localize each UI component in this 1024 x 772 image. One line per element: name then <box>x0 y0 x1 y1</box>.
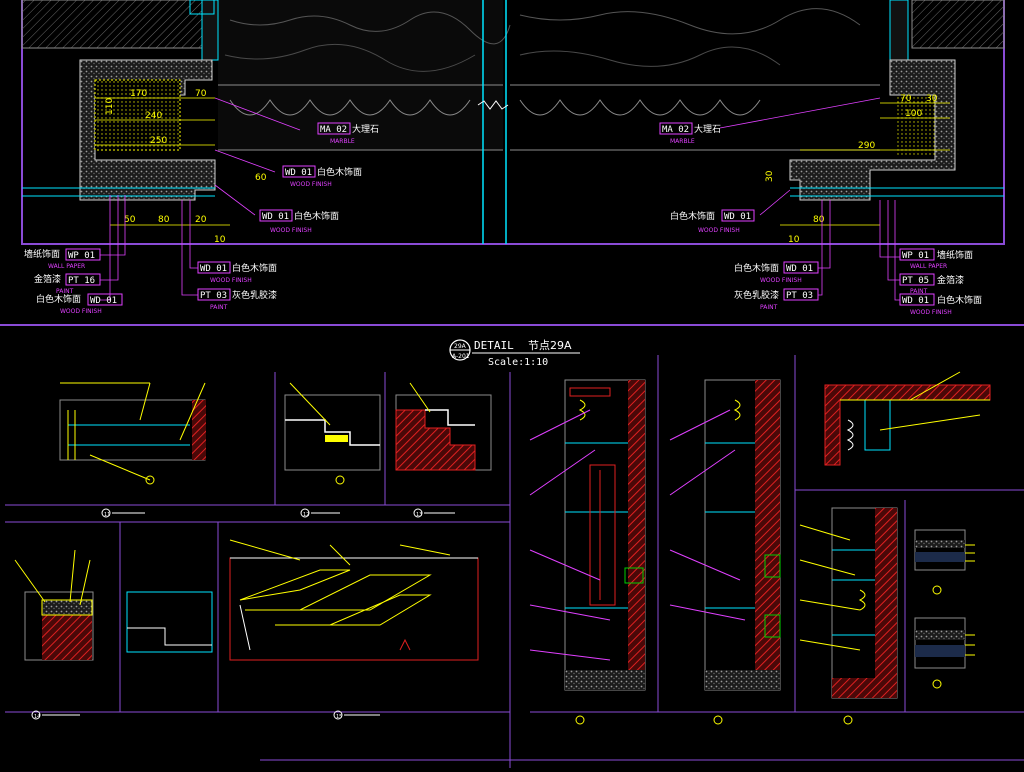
rleg-wd2-code: WD 01 <box>902 296 929 306</box>
tag-wood2-en: WOOD FINISH <box>270 227 312 234</box>
detail-bubble-top: 29A <box>454 343 467 350</box>
rleg-wd2-cn: 白色木饰面 <box>937 294 982 306</box>
dim-20: 20 <box>195 215 207 225</box>
corner-plan <box>824 371 991 466</box>
left-material-tags: MA 02 大理石 MARBLE WD 01 白色木饰面 WOOD FINISH… <box>214 97 379 234</box>
dim-60: 60 <box>255 173 267 183</box>
rleg-pt2-cn: 金箔漆 <box>937 274 964 286</box>
detail-11: 11 <box>59 382 206 518</box>
rleg-pt2-en: PAINT <box>910 288 928 295</box>
detail-13-label: 13 <box>416 512 422 518</box>
rtag-wood-cn: 白色木饰面 <box>670 210 715 222</box>
dim-10: 10 <box>214 235 226 245</box>
rdim-10: 10 <box>788 235 800 245</box>
leg-wp-code: WP 01 <box>68 251 95 261</box>
leg-wd3-cn: 白色木饰面 <box>232 262 277 274</box>
dim-50: 50 <box>124 215 136 225</box>
rleg-pt-code: PT 03 <box>786 291 813 301</box>
dim-250: 250 <box>150 136 167 146</box>
rleg-wd-code: WD 01 <box>786 264 813 274</box>
rleg-wd-en: WOOD FINISH <box>760 277 802 284</box>
detail-13: 13 <box>395 382 492 518</box>
rtag-marble-en: MARBLE <box>670 138 695 145</box>
leg-wd3-code: WD 01 <box>200 264 227 274</box>
left-dimensions: 170 70 240 250 110 60 50 80 20 10 <box>95 89 267 245</box>
rdim-30v: 30 <box>765 170 775 182</box>
rtag-marble-code: MA 02 <box>662 125 689 135</box>
detail-12-label: 12 <box>303 512 309 518</box>
detail-12: 12 <box>284 382 381 518</box>
tag-wood1-cn: 白色木饰面 <box>317 166 362 178</box>
rleg-pt2-code: PT 05 <box>902 276 929 286</box>
detail-14-label: 14 <box>34 714 40 720</box>
rleg-wp-en: WALL PAPER <box>910 263 947 270</box>
leg-wp-cn: 墙纸饰面 <box>24 248 60 260</box>
detail-11-label: 11 <box>104 512 110 518</box>
rdim-30: 30 <box>926 94 938 104</box>
dim-70: 70 <box>195 89 207 99</box>
leg-pt1-cn: 金箔漆 <box>34 273 61 285</box>
dim-170: 170 <box>130 89 147 99</box>
tag-wood1-en: WOOD FINISH <box>290 181 332 188</box>
section-b <box>669 379 781 691</box>
top-plan-section: 170 70 240 250 110 60 50 80 20 10 MA 02 … <box>0 0 1024 326</box>
rleg-wp-code: WP 01 <box>902 251 929 261</box>
rdim-290: 290 <box>858 141 875 151</box>
tag-wood2-code: WD 01 <box>262 212 289 222</box>
dim-110: 110 <box>105 98 115 115</box>
section-c <box>799 507 898 699</box>
leg-pt1-en: PAINT <box>56 288 74 295</box>
tag-marble-en: MARBLE <box>330 138 355 145</box>
tag-wood2-cn: 白色木饰面 <box>294 210 339 222</box>
right-legend: 白色木饰面 WD 01 WOOD FINISH 灰色乳胶漆 PT 03 PAIN… <box>734 200 982 316</box>
rleg-wd2-en: WOOD FINISH <box>910 309 952 316</box>
rdim-70: 70 <box>900 94 912 104</box>
detail-14: 14 <box>14 549 94 720</box>
leg-wp-en: WALL PAPER <box>48 263 85 270</box>
leg-pt3-code: PT 03 <box>200 291 227 301</box>
rleg-wp-cn: 墙纸饰面 <box>937 249 973 261</box>
rleg-wd-cn: 白色木饰面 <box>734 262 779 274</box>
detail-15-label: 15 <box>336 714 342 720</box>
tag-marble-code: MA 02 <box>320 125 347 135</box>
rdim-80: 80 <box>813 215 825 225</box>
leg-wd-en: WOOD FINISH <box>60 308 102 315</box>
detail-15-stair: 15 <box>229 539 479 720</box>
leg-pt1-code: PT 16 <box>68 276 95 286</box>
left-legend: 墙纸饰面 WP 01 WALL PAPER 金箔漆 PT 16 PAINT 白色… <box>24 195 277 315</box>
rtag-wood-code: WD 01 <box>724 212 751 222</box>
detail-title-block: 29A A-201 DETAIL 节点29A Scale:1:10 <box>449 339 580 368</box>
detail-small-box <box>126 591 213 653</box>
detail-bubble-bottom: A-201 <box>452 353 470 360</box>
detail-title-label: DETAIL <box>474 339 514 352</box>
tag-marble-cn: 大理石 <box>352 123 379 135</box>
right-dimensions: 70 30 100 290 80 10 30 <box>765 94 950 245</box>
right-sections <box>529 355 1024 725</box>
leg-wd-cn: 白色木饰面 <box>36 293 81 305</box>
leg-pt3-en: PAINT <box>210 304 228 311</box>
rtag-wood-en: WOOD FINISH <box>698 227 740 234</box>
bottom-left-details: 11 12 13 <box>5 372 511 768</box>
left-wall-hatch <box>21 0 203 49</box>
rtag-marble-cn: 大理石 <box>694 123 721 135</box>
floor-layers-1 <box>914 529 975 595</box>
tag-wood1-code: WD 01 <box>285 168 312 178</box>
detail-title-cn: 节点29A <box>528 339 572 352</box>
leg-pt3-cn: 灰色乳胶漆 <box>232 289 277 301</box>
leg-wd3-en: WOOD FINISH <box>210 277 252 284</box>
rleg-pt-cn: 灰色乳胶漆 <box>734 289 779 301</box>
section-a <box>529 379 646 691</box>
rleg-pt-en: PAINT <box>760 304 778 311</box>
detail-scale: Scale:1:10 <box>488 357 548 368</box>
floor-layers-2 <box>914 617 975 689</box>
dim-240: 240 <box>145 111 162 121</box>
right-material-tags: MA 02 大理石 MARBLE 白色木饰面 WD 01 WOOD FINISH <box>659 97 881 234</box>
dim-80: 80 <box>158 215 170 225</box>
top-frame <box>21 0 1005 245</box>
leg-wd-code: WD 01 <box>90 296 117 306</box>
rdim-100: 100 <box>905 109 922 119</box>
